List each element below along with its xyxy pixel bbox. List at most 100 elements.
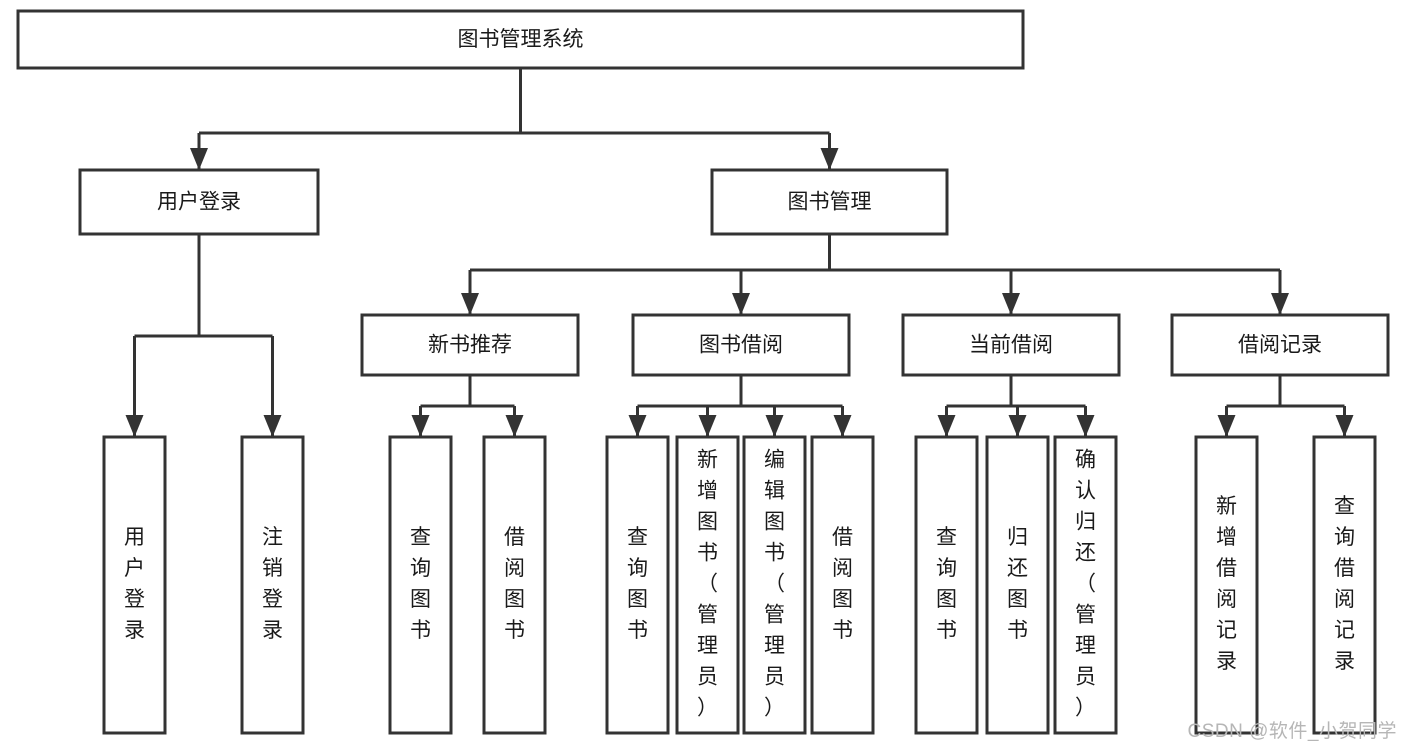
node-label-char: （ — [1075, 573, 1096, 596]
watermark-text: CSDN @软件_小贺同学 — [1187, 721, 1397, 742]
node-box[interactable] — [675, 435, 740, 735]
node-label-char: 员 — [1075, 666, 1096, 689]
node-box[interactable] — [605, 435, 670, 735]
node-label-char: 图 — [936, 588, 957, 611]
node-label: 图书管理系统 — [458, 28, 584, 51]
arrow-head-icon — [411, 415, 430, 437]
node-level3[interactable]: 借阅记录 — [1170, 313, 1390, 377]
node-level3[interactable]: 图书借阅 — [631, 313, 851, 377]
node-box[interactable] — [985, 435, 1050, 735]
node-label: 图书管理 — [788, 191, 872, 214]
node-label-char: 员 — [697, 666, 718, 689]
node-label-char: 书 — [832, 619, 853, 642]
node-root[interactable]: 图书管理系统 — [16, 9, 1025, 70]
node-label-char: 图 — [504, 588, 525, 611]
node-label-char: 书 — [504, 619, 525, 642]
node-level3[interactable]: 新书推荐 — [360, 313, 580, 377]
arrow-head-icon — [505, 415, 524, 437]
node-level2[interactable]: 图书管理 — [710, 168, 949, 236]
arrow-head-icon — [1076, 415, 1095, 437]
node-label-char: 书 — [410, 619, 431, 642]
node-label: 图书借阅 — [699, 334, 783, 357]
node-label-char: 询 — [410, 557, 431, 580]
node-label-char: 管 — [764, 604, 785, 627]
node-label-char: 管 — [1075, 604, 1096, 627]
node-label-char: 还 — [1075, 542, 1096, 565]
arrow-head-icon — [125, 415, 144, 437]
node-label-char: 查 — [410, 526, 431, 549]
node-box[interactable] — [102, 435, 167, 735]
node-box[interactable] — [631, 313, 851, 377]
node-box[interactable] — [1194, 435, 1259, 735]
node-label-char: 书 — [764, 542, 785, 565]
node-label-char: 归 — [1075, 511, 1096, 534]
node-label-char: 编 — [764, 449, 785, 472]
node-label-char: 辑 — [764, 480, 785, 503]
node-box[interactable] — [710, 168, 949, 236]
node-label-char: 增 — [697, 480, 718, 503]
node-label-char: 录 — [1216, 650, 1237, 673]
arrow-head-icon — [1335, 415, 1354, 437]
node-box[interactable] — [1053, 435, 1118, 735]
node-label: 新书推荐 — [428, 334, 512, 357]
node-box[interactable] — [388, 435, 453, 735]
node-label-char: 书 — [627, 619, 648, 642]
node-label-char: 图 — [627, 588, 648, 611]
node-box[interactable] — [16, 9, 1025, 70]
connector-layer — [125, 68, 1354, 437]
node-leaf[interactable]: 用户登录 — [102, 435, 167, 735]
node-label-char: 销 — [262, 557, 283, 580]
node-label-char: 还 — [1007, 557, 1028, 580]
node-label-char: 登 — [262, 588, 283, 611]
node-label-char: 用 — [124, 526, 145, 549]
node-box[interactable] — [240, 435, 305, 735]
node-box[interactable] — [810, 435, 875, 735]
node-label-char: 阅 — [504, 557, 525, 580]
node-label-char: 图 — [764, 511, 785, 534]
node-label-char: 书 — [697, 542, 718, 565]
node-box[interactable] — [1312, 435, 1377, 735]
node-label-char: 图 — [410, 588, 431, 611]
node-label-char: 登 — [124, 588, 145, 611]
node-box[interactable] — [482, 435, 547, 735]
node-label-char: 阅 — [832, 557, 853, 580]
node-box[interactable] — [360, 313, 580, 377]
arrow-head-icon — [263, 415, 282, 437]
node-label-char: 管 — [697, 604, 718, 627]
node-box[interactable] — [742, 435, 807, 735]
node-level2[interactable]: 用户登录 — [78, 168, 320, 236]
arrow-head-icon — [937, 415, 956, 437]
node-box[interactable] — [901, 313, 1121, 377]
node-label-char: 图 — [697, 511, 718, 534]
node-label-char: 认 — [1075, 480, 1096, 503]
node-label: 借阅记录 — [1238, 334, 1322, 357]
node-level3[interactable]: 当前借阅 — [901, 313, 1121, 377]
node-box[interactable] — [78, 168, 320, 236]
node-label-char: 借 — [1216, 557, 1237, 580]
node-layer: 图书管理系统用户登录图书管理新书推荐图书借阅当前借阅借阅记录用户登录注销登录查询… — [16, 9, 1390, 735]
node-label-char: 阅 — [1334, 588, 1355, 611]
node-label-char: 理 — [697, 635, 718, 658]
node-label-char: 理 — [1075, 635, 1096, 658]
node-label-char: 阅 — [1216, 588, 1237, 611]
node-box[interactable] — [914, 435, 979, 735]
node-label-char: 注 — [262, 526, 283, 549]
arrow-head-icon — [1271, 293, 1289, 315]
node-label-char: 询 — [627, 557, 648, 580]
node-label-char: 图 — [832, 588, 853, 611]
node-label-char: 新 — [697, 449, 718, 472]
node-box[interactable] — [1170, 313, 1390, 377]
